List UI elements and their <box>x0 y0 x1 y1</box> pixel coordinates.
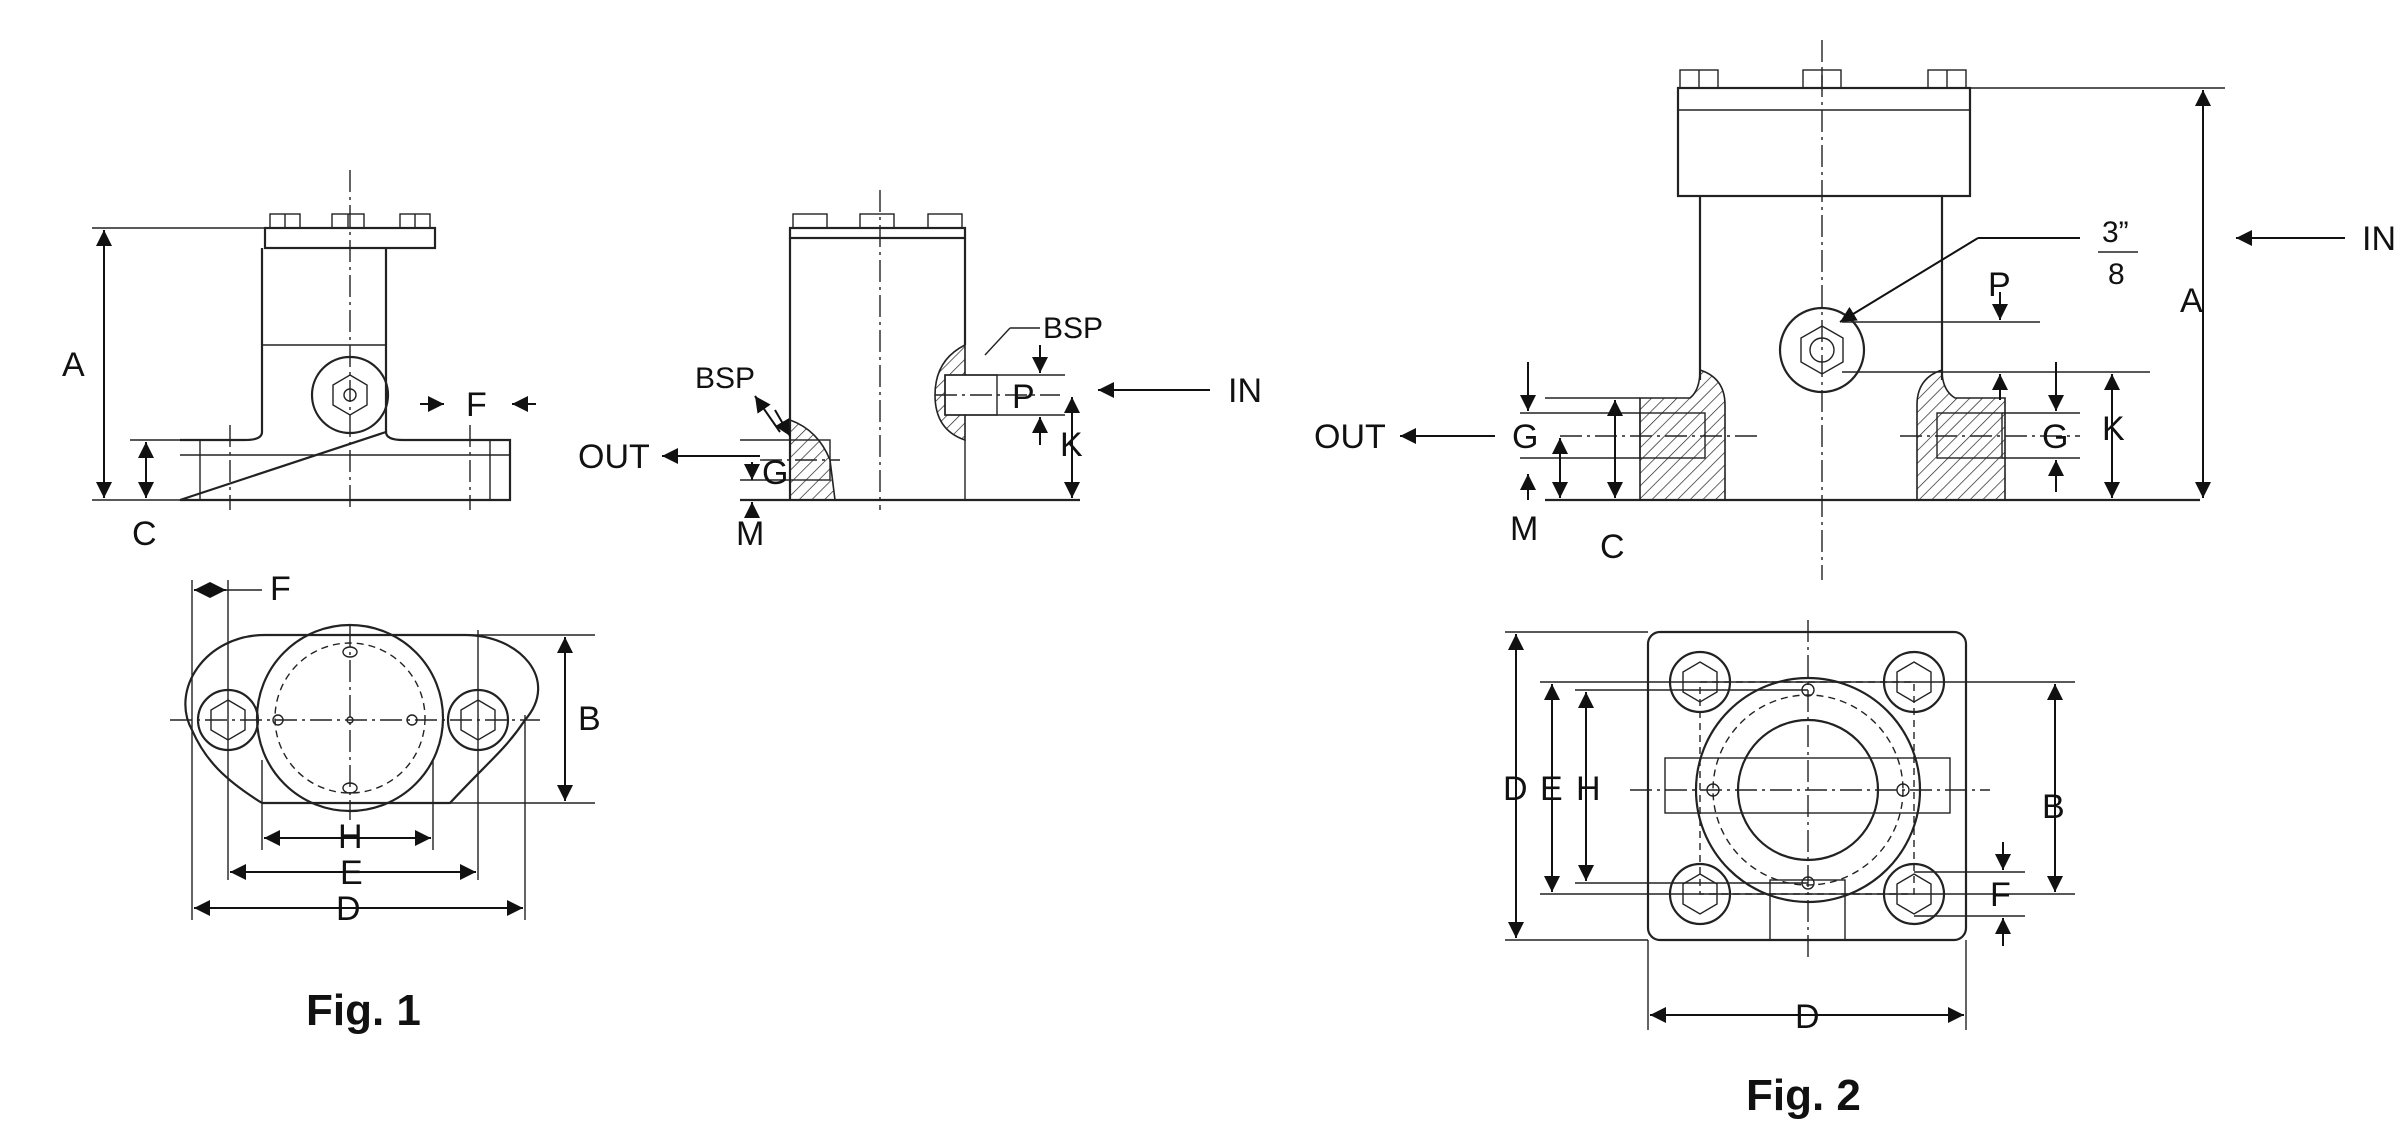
dim-g-label-fig2-right: G <box>2042 418 2068 456</box>
dim-d-label-fig2-vert: D <box>1503 770 1528 808</box>
bsp-right-label: BSP <box>1043 312 1103 345</box>
in-label-fig1: IN <box>1228 372 1262 410</box>
fraction-numerator: 3” <box>2102 216 2129 249</box>
dim-f-label-fig2: F <box>1990 876 2011 914</box>
in-label-fig2: IN <box>2362 220 2396 258</box>
dim-d-label-fig2-horiz: D <box>1795 998 1820 1036</box>
dim-b-label-fig1: B <box>578 700 601 738</box>
fig1-caption: Fig. 1 <box>306 986 421 1035</box>
dim-c-label-fig2: C <box>1600 528 1625 566</box>
top-bolts <box>1679 69 1967 89</box>
dim-f-label-bottom: F <box>270 570 291 608</box>
fig2-front-view: 3” 8 P A IN K G G M C <box>1314 40 2396 580</box>
dim-p-label-fig2: P <box>1988 266 2011 304</box>
out-label-fig2: OUT <box>1314 418 1386 456</box>
top-bolts <box>792 213 963 229</box>
dim-k-label: K <box>1060 426 1083 464</box>
dim-c-label: C <box>132 515 157 553</box>
fig1-front-view: A C F <box>62 170 536 553</box>
dim-k-label-fig2: K <box>2102 410 2125 448</box>
dim-m-label-fig1: M <box>736 515 764 553</box>
dim-d-label-fig1: D <box>336 890 361 928</box>
fig2-caption: Fig. 2 <box>1746 1071 1861 1120</box>
dim-a-label-fig2: A <box>2180 282 2203 320</box>
fig2-bottom-view: D E H B F D Fig. 2 <box>1503 620 2075 1120</box>
bsp-left-label: BSP <box>695 362 755 395</box>
dim-m-label-fig2: M <box>1510 510 1538 548</box>
fig1-bottom-view: F B H E D Fig. 1 <box>170 570 601 1035</box>
fraction-denominator: 8 <box>2108 258 2125 291</box>
dim-e-label-fig1: E <box>340 854 363 892</box>
dim-b-label-fig2: B <box>2042 788 2065 826</box>
dim-f-label: F <box>466 386 487 424</box>
dim-g-label-fig2-left: G <box>1512 418 1538 456</box>
dim-g-label-fig1: G <box>762 454 788 492</box>
out-label-fig1: OUT <box>578 438 650 476</box>
dim-h-label-fig2: H <box>1576 770 1601 808</box>
dim-e-label-fig2: E <box>1540 770 1563 808</box>
dim-a-label: A <box>62 346 85 384</box>
dim-p-label: P <box>1012 378 1035 416</box>
fig1-side-view: BSP BSP P K IN OUT G M <box>578 190 1262 553</box>
dim-h-label-fig1: H <box>338 818 363 856</box>
